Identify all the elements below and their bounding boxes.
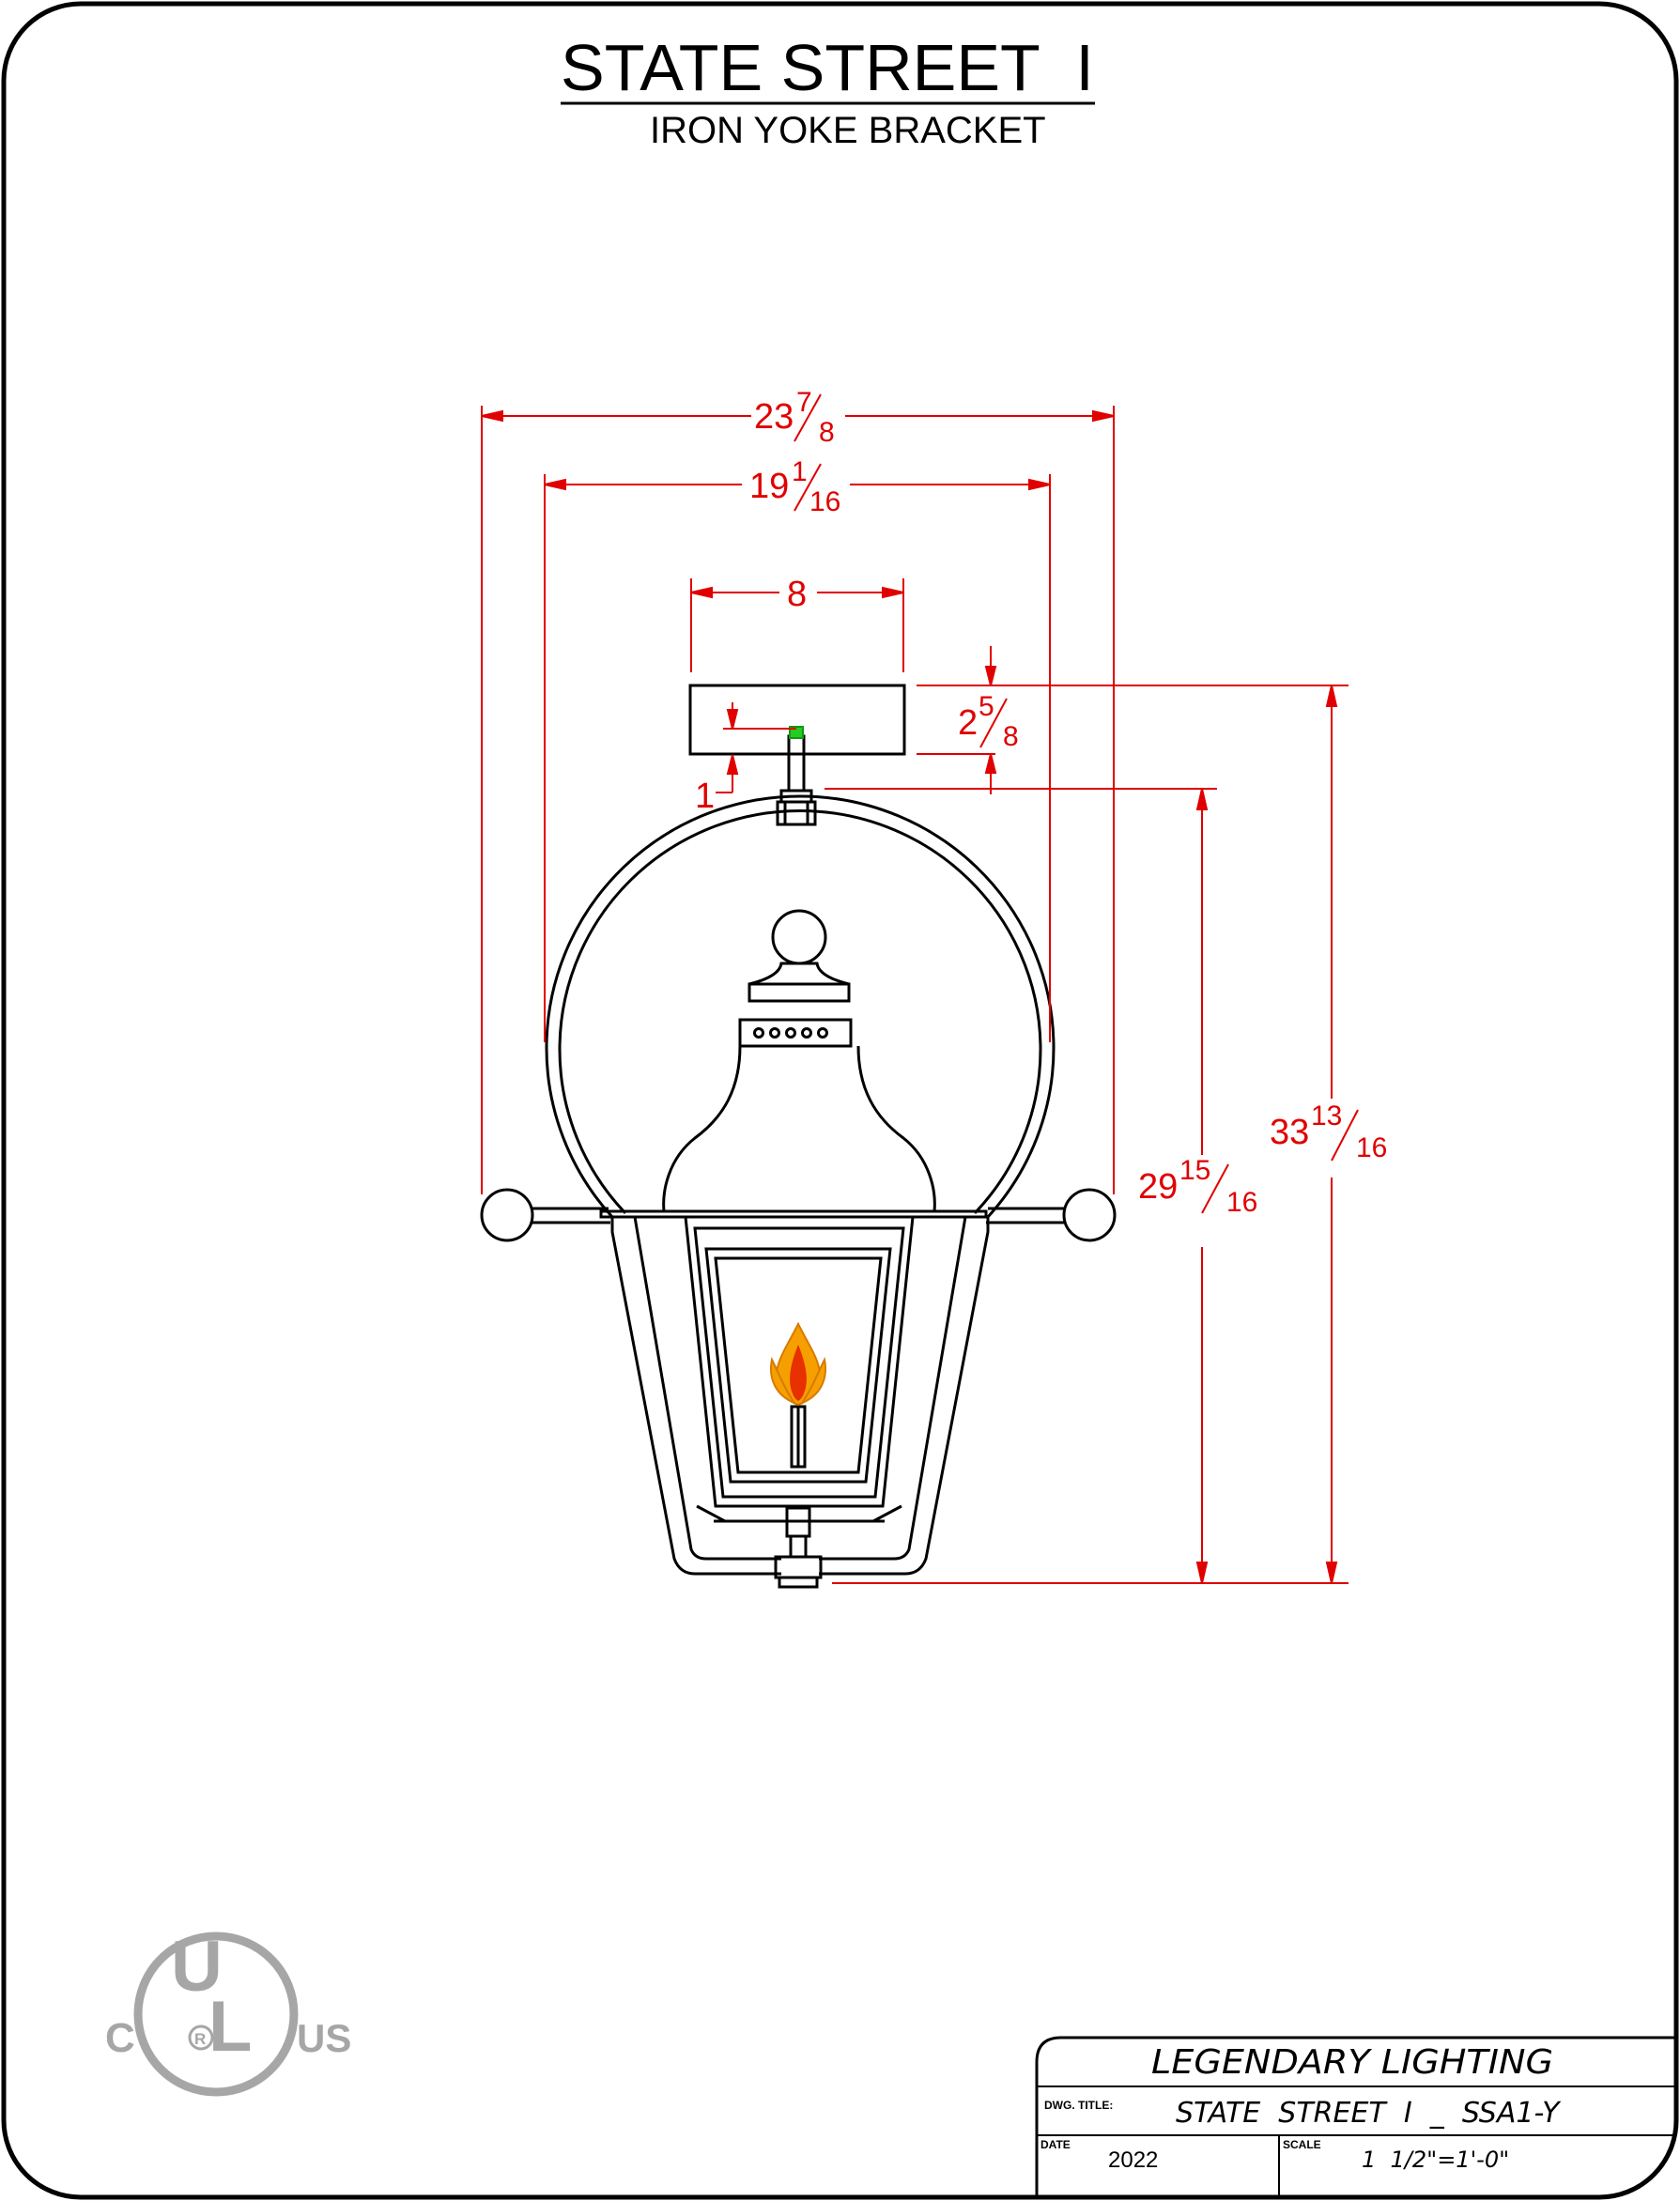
dwg-title: STATE STREET I _ SSA1-Y (1176, 2097, 1562, 2130)
dim-fixture-height-den: 16 (1226, 1187, 1257, 1218)
finial-neck (748, 962, 850, 986)
top-tee-fitting-body (783, 800, 809, 826)
ul-mark-l: L (208, 1987, 252, 2067)
registered-icon (188, 2024, 214, 2051)
finial-collar (748, 982, 851, 1003)
dim-overall-width-den: 8 (819, 417, 835, 448)
cage-left (610, 1217, 781, 1576)
glass-frame-inner (704, 1247, 892, 1484)
dim-backplate-height-whole: 2 (958, 703, 978, 743)
dim-overall-height-den: 16 (1356, 1132, 1387, 1163)
company-name: LEGENDARY LIGHTING (1151, 2043, 1553, 2082)
dim-fixture-height-whole: 29 (1138, 1167, 1178, 1207)
dim-arm-offset: 1 (695, 777, 715, 816)
drawing-subtitle: IRON YOKE BRACKET (650, 110, 1046, 151)
title-block: LEGENDARY LIGHTING DWG. TITLE: STATE STR… (1035, 2036, 1675, 2197)
ul-mark-u: U (171, 1927, 223, 2007)
scale-value: 1 1/2"=1'-0" (1362, 2147, 1509, 2173)
crown-band (738, 1018, 853, 1048)
drawing-title: STATE STREET I (561, 31, 1094, 104)
dim-backplate-height-num: 5 (979, 691, 994, 722)
glass-frame-outer (684, 1215, 915, 1508)
dimension-lines (481, 406, 1349, 1584)
lantern-drawing (480, 684, 1117, 1589)
dim-overall-height-num: 13 (1311, 1100, 1342, 1131)
dim-backplate-width: 8 (787, 575, 807, 614)
dim-backplate-height-den: 8 (1003, 721, 1019, 752)
dim-yoke-width-den: 16 (809, 486, 840, 517)
ul-mark-r: R (194, 2030, 206, 2048)
ul-certification-logo: U L R C US (105, 1927, 351, 2097)
dimension-labels: 23 7 8 19 1 16 8 2 5 8 1 29 15 16 33 13 … (695, 387, 1387, 1218)
wall-backplate (688, 684, 906, 756)
ul-mark-us: US (297, 2016, 351, 2060)
right-arm-ball (1062, 1188, 1117, 1242)
scale-label: SCALE (1283, 2138, 1321, 2151)
flame-icon (770, 1321, 826, 1407)
mount-stem (787, 734, 806, 793)
ul-mark-c: C (105, 2015, 135, 2061)
dim-yoke-width-num: 1 (792, 456, 808, 487)
date-value: 2022 (1108, 2147, 1158, 2173)
dwg-title-label: DWG. TITLE: (1044, 2099, 1113, 2112)
yoke-ring-inner (558, 808, 1042, 1215)
finial-ball (771, 909, 827, 965)
dim-overall-height-whole: 33 (1270, 1113, 1309, 1152)
left-arm-ball (480, 1188, 534, 1242)
dim-yoke-width-whole: 19 (749, 467, 789, 506)
date-label: DATE (1040, 2138, 1071, 2151)
lantern-hood (662, 1045, 936, 1213)
dim-overall-width-num: 7 (796, 387, 812, 418)
dim-fixture-height-num: 15 (1179, 1155, 1210, 1186)
yoke-ring-outer (545, 794, 1056, 1219)
cage-right (819, 1217, 990, 1576)
title-area: STATE STREET I IRON YOKE BRACKET (561, 31, 1095, 151)
dim-overall-width-whole: 23 (754, 397, 794, 437)
